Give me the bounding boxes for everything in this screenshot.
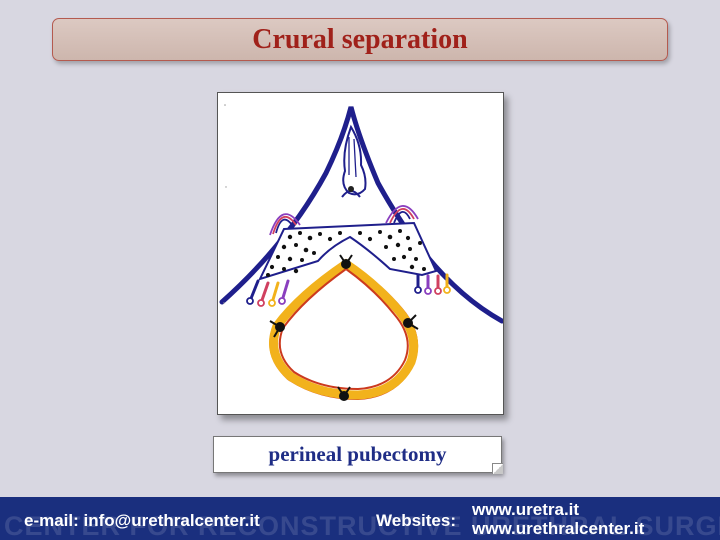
urethral-loop-inner [278, 267, 409, 391]
website-link-uretra[interactable]: www.uretra.it [472, 500, 580, 519]
slide-title: Crural separation [252, 23, 468, 55]
page-curl-decoration [492, 463, 503, 474]
footer-bar: CENTER FOR RECONSTRUCTIVE URETHRAL SURGE… [0, 497, 720, 540]
footer-websites: www.uretra.it www.urethralcenter.it [472, 500, 644, 538]
slide-title-box: Crural separation [52, 18, 668, 61]
caption-box: perineal pubectomy [213, 436, 503, 474]
surgical-illustration [217, 92, 504, 415]
footer-watermark: CENTER FOR RECONSTRUCTIVE URETHRAL SURGE… [4, 511, 720, 540]
suture-markers [269, 254, 419, 401]
website-link-urethralcenter[interactable]: www.urethralcenter.it [472, 519, 645, 538]
footer-email[interactable]: e-mail: info@urethralcenter.it [24, 511, 260, 530]
footer-websites-label: Websites: [376, 511, 456, 530]
illustration-drawing [219, 104, 503, 401]
outer-outline [219, 106, 503, 324]
caption-text: perineal pubectomy [268, 442, 447, 466]
